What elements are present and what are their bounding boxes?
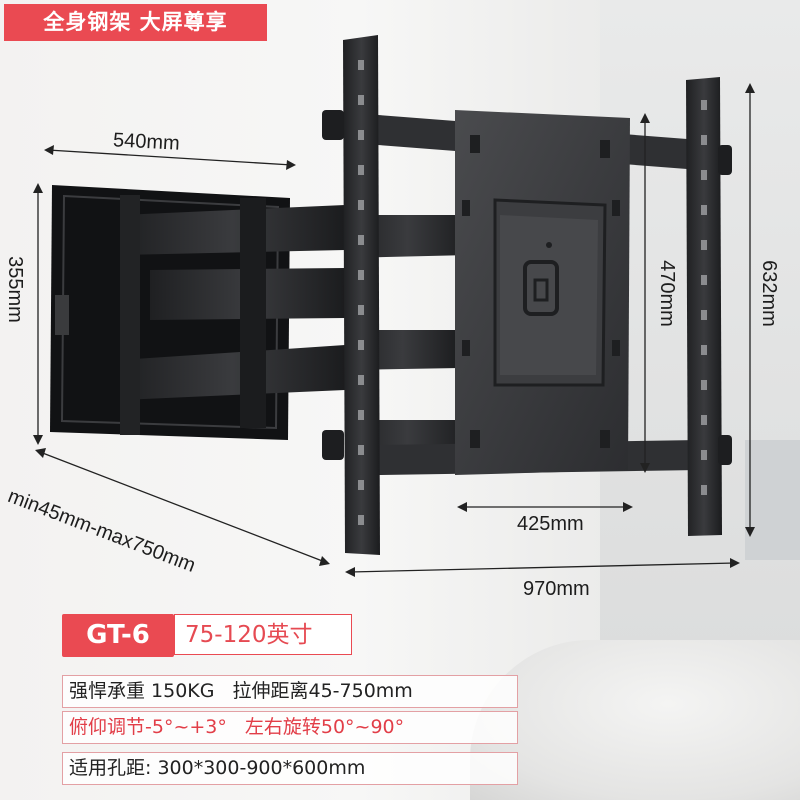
spec-row-vesa: 适用孔距: 300*300-900*600mm [62,752,518,785]
model-size-range: 75-120英寸 [174,614,352,655]
spec-stretch: 拉伸距离45-750mm [232,680,413,702]
spec-swivel: 左右旋转50°~90° [244,716,405,738]
spec-row-load: 强悍承重 150KG 拉伸距离45-750mm [62,675,518,708]
inner-width-label: 425mm [517,513,584,535]
center-plate [455,110,630,475]
left-vertical-bracket [322,35,380,555]
arm-width-label: 540mm [112,129,181,155]
spec-row-tilt: 俯仰调节-5°~+3° 左右旋转50°~90° [62,711,518,744]
outer-width-label: 970mm [523,578,590,600]
outer-height-label: 632mm [757,260,780,327]
spec-tilt: 俯仰调节-5°~+3° [69,716,227,738]
dimension-lines [33,83,755,577]
model-row: GT-6 75-120英寸 [62,614,352,657]
room-tv-screen [745,440,800,560]
headline-banner: 全身钢架 大屏尊享 [4,4,267,41]
model-badge: GT-6 [62,614,174,657]
arm-height-label: 355mm [3,256,26,323]
inner-height-label: 470mm [655,260,678,327]
right-vertical-bracket [686,77,732,536]
room-sofa [470,640,800,800]
spec-load: 强悍承重 150KG [69,680,215,702]
spec-vesa: 适用孔距: 300*300-900*600mm [69,757,366,779]
swing-arms [120,195,470,458]
